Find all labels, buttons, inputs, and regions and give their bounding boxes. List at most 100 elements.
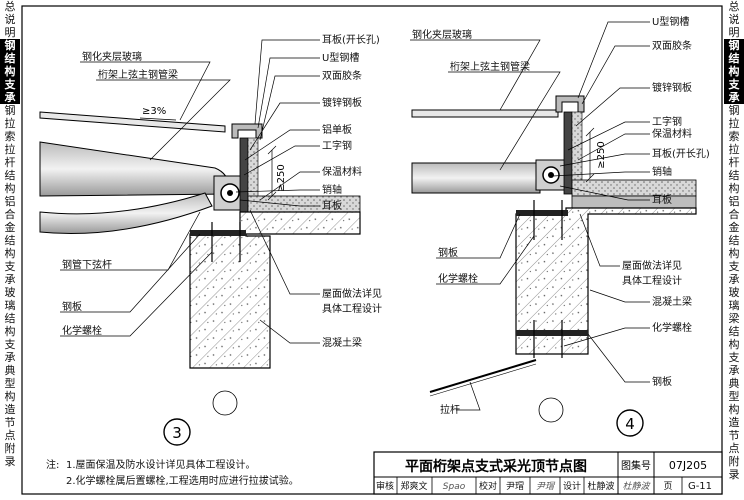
title-block: 平面桁架点支式采光顶节点图 图集号 07J205 审核 郑爽文 Spao 校对 … [373, 451, 723, 495]
right-tab-char: 构 [728, 247, 740, 260]
label-i-steel-3: 工字钢 [322, 139, 352, 152]
left-tab-char: 支 [4, 338, 16, 351]
right-tab-char: 合 [728, 208, 740, 221]
detail-number-3: 3 [172, 424, 182, 442]
left-tab-char: 造 [4, 403, 16, 416]
right-tab-char: 璃 [728, 299, 740, 312]
left-tab-char: 钢 [4, 104, 16, 117]
check-label: 校对 [479, 480, 497, 492]
right-tab-char: 造 [728, 416, 740, 429]
bottom-chord-tube-3 [39, 192, 213, 234]
top-chord-tube-3 [39, 141, 230, 197]
label-pin-4: 销轴 [652, 165, 672, 178]
label-roof-note1-3: 屋面做法详见 [322, 287, 382, 300]
left-tab-char: 录 [4, 455, 16, 468]
detail-4: ≥250 4 U型钢槽 钢化夹层玻璃 [410, 15, 710, 437]
right-tab-char: 拉 [728, 117, 740, 130]
left-tab-char: 型 [4, 377, 16, 390]
label-u-channel-3: U型钢槽 [322, 51, 359, 64]
right-tab-char: 铝 [728, 195, 740, 208]
right-tab-char: 梁 [728, 312, 740, 325]
right-tab-char: 支 [724, 78, 744, 91]
label-top-chord-3: 桁架上弦主钢管梁 [98, 68, 178, 81]
label-u-channel-4: U型钢槽 [652, 15, 689, 28]
right-tab-char: 节 [728, 429, 740, 442]
right-tab-char: 构 [724, 65, 744, 78]
right-tab-char: 构 [728, 182, 740, 195]
page-number: G-11 [688, 481, 712, 492]
label-al-plate-3: 铝单板 [322, 123, 352, 136]
reviewer-name: 郑爽文 [400, 480, 427, 492]
notes-line-1: 1.屋面保温及防水设计详见具体工程设计。 [66, 458, 256, 471]
label-steel-plate-3: 钢板 [62, 300, 82, 313]
label-pin-3: 销轴 [322, 183, 342, 196]
left-tab-char: 结 [0, 52, 20, 65]
right-tab-char: 明 [728, 26, 740, 39]
detail-number-4: 4 [625, 415, 635, 433]
right-tab-char: 说 [728, 13, 740, 26]
right-tab-char: 型 [728, 390, 740, 403]
left-tab-char: 玻 [4, 286, 16, 299]
label-chem-bolt-4: 化学螺栓 [438, 272, 478, 285]
label-galv-plate-3: 镀锌钢板 [322, 96, 362, 109]
reviewer-signature: Spao [443, 482, 466, 492]
left-tab-char: 总 [4, 0, 16, 13]
right-tab-char: 点 [728, 442, 740, 455]
i-steel-4 [563, 111, 573, 195]
label-glass-3: 钢化夹层玻璃 [82, 50, 142, 63]
right-tab-char: 总 [728, 0, 740, 13]
label-roof-note2-3: 具体工程设计 [322, 302, 382, 315]
top-chord-tube-4 [411, 162, 541, 194]
slope-text: ≥3% [142, 106, 166, 117]
left-tab-char: 点 [4, 429, 16, 442]
label-concrete-beam-4: 混凝土梁 [652, 295, 692, 308]
right-tab-char: 承 [724, 91, 744, 104]
right-tab-char: 杆 [728, 156, 740, 169]
dim-text-3: ≥250 [276, 164, 287, 191]
left-tab-char: 索 [4, 130, 16, 143]
left-tab-char: 结 [4, 312, 16, 325]
label-earplate-4: 耳板 [652, 193, 672, 206]
left-tab-char: 构 [0, 65, 20, 78]
glass-panel-3 [39, 111, 226, 133]
label-steel-plate-4: 钢板 [438, 246, 458, 259]
right-tab-char: 承 [728, 364, 740, 377]
left-tab-char: 附 [4, 442, 16, 455]
u-channel-4 [555, 95, 585, 113]
label-chem-bolt-2-4: 化学螺栓 [652, 321, 692, 334]
left-tab-char: 杆 [4, 156, 16, 169]
label-galv-plate-4: 镀锌钢板 [652, 81, 692, 94]
label-double-tape-4: 双面胶条 [652, 39, 692, 52]
right-tab-char: 承 [728, 273, 740, 286]
left-tab-char: 说 [4, 13, 16, 26]
left-tab-char: 构 [4, 325, 16, 338]
detail-number-circle-4 [616, 409, 644, 437]
left-tab-char: 构 [4, 182, 16, 195]
design-label: 设计 [563, 480, 581, 492]
review-label: 审核 [376, 480, 394, 492]
label-glass-4: 钢化夹层玻璃 [412, 28, 472, 41]
label-steel-plate-2-4: 钢板 [652, 375, 672, 388]
atlas-label: 图集号 [621, 459, 651, 472]
checker-signature: 尹瑁 [536, 481, 556, 492]
right-tab-char: 玻 [728, 286, 740, 299]
label-earplate-slot-3: 耳板(开长孔) [322, 33, 380, 46]
atlas-number: 07J205 [669, 459, 707, 472]
notes: 注: 1.屋面保温及防水设计详见具体工程设计。 2.化学螺栓属后置螺栓,工程选用… [46, 458, 299, 487]
left-tab-char: 支 [0, 78, 20, 91]
label-top-chord-4: 桁架上弦主钢管梁 [450, 60, 530, 73]
left-tab-char: 节 [4, 416, 16, 429]
left-section-index: 总说明钢结构支承钢拉索拉杆结构铝合金结构支承玻璃结构支承典型构造节点附录 [0, 0, 20, 500]
right-tab-char: 结 [728, 234, 740, 247]
left-tab-char: 明 [4, 26, 16, 39]
right-tab-char: 构 [728, 403, 740, 416]
i-steel-3 [239, 137, 249, 219]
chemical-bolts-3 [211, 222, 241, 262]
notes-prefix: 注: [46, 458, 59, 471]
left-tab-char: 合 [4, 208, 16, 221]
page-label: 页 [663, 481, 672, 492]
detail-3: ≥250 ≥3% 3 耳板(开长孔) [39, 33, 382, 446]
left-tab-char: 铝 [4, 195, 16, 208]
right-tab-char: 支 [728, 260, 740, 273]
